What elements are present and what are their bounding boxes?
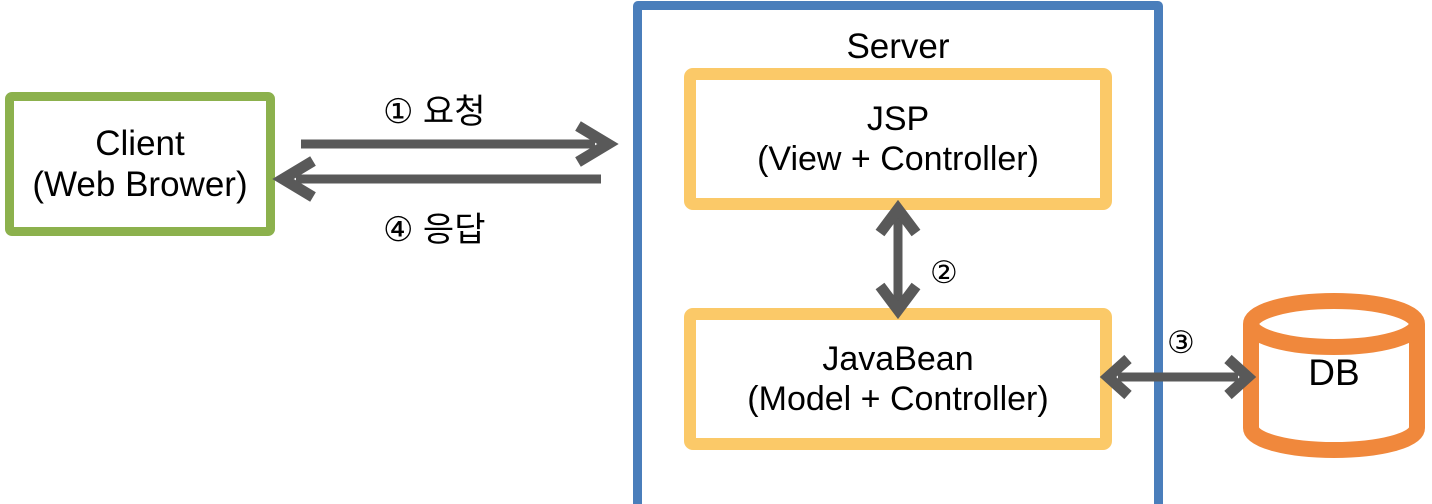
client-box: Client (Web Brower) [5,92,275,236]
db-cylinder-bottom-arc [1243,426,1425,458]
jsp-subtitle: (View + Controller) [757,140,1039,178]
server-title: Server [846,27,950,66]
client-title: Client [95,123,185,163]
client-subtitle: (Web Brower) [32,165,248,204]
flow-label-javabean-db: ③ [1167,325,1195,360]
flow-label-jsp-javabean: ② [930,255,958,290]
jsp-title: JSP [866,99,930,138]
db-label: DB [1308,352,1360,393]
db-cylinder-top-ellipse [1243,293,1425,355]
flow-label-response: ④ 응답 [383,211,486,249]
javabean-box: JavaBean (Model + Controller) [684,308,1112,450]
jsp-box: JSP (View + Controller) [684,68,1112,210]
flow-label-request: ① 요청 [383,93,486,131]
arrow-response [272,156,601,202]
javabean-subtitle: (Model + Controller) [747,380,1049,418]
javabean-title: JavaBean [822,339,974,378]
